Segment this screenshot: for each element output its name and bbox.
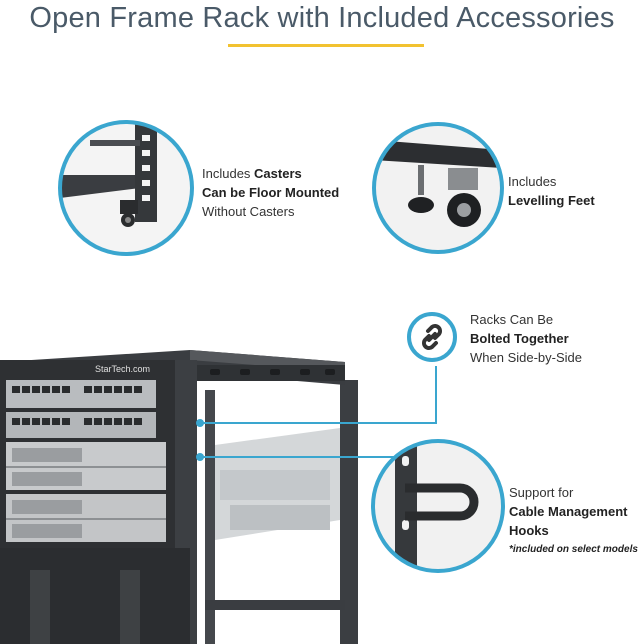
title-underline bbox=[228, 44, 424, 47]
feet-line2: Levelling Feet bbox=[508, 193, 595, 208]
casters-line1-bold: Casters bbox=[254, 166, 302, 181]
casters-callout-circle bbox=[58, 120, 194, 256]
casters-line2: Can be Floor Mounted bbox=[202, 185, 340, 200]
feet-text: Includes Levelling Feet bbox=[508, 172, 595, 210]
rack-photo: StarTech.com bbox=[0, 350, 358, 644]
hooks-line3: Hooks bbox=[509, 523, 549, 538]
hooks-callout-circle bbox=[371, 439, 505, 573]
casters-text: Includes Casters Can be Floor Mounted Wi… bbox=[202, 164, 339, 221]
hooks-text: Support for Cable Management Hooks *incl… bbox=[509, 483, 638, 559]
bolted-line2: Bolted Together bbox=[470, 331, 569, 346]
connector-lines bbox=[200, 366, 437, 458]
hooks-line1: Support for bbox=[509, 485, 574, 500]
hooks-note: *included on select models bbox=[509, 544, 638, 555]
bolted-line3: When Side-by-Side bbox=[470, 350, 582, 365]
hooks-line2: Cable Management bbox=[509, 504, 628, 519]
casters-line3: Without Casters bbox=[202, 204, 295, 219]
bolted-line1: Racks Can Be bbox=[470, 312, 554, 327]
feet-callout-circle bbox=[372, 122, 504, 254]
link-icon bbox=[407, 312, 457, 362]
bolted-text: Racks Can Be Bolted Together When Side-b… bbox=[470, 310, 582, 367]
casters-line1: Includes bbox=[202, 166, 255, 181]
brand-label: StarTech.com bbox=[95, 364, 150, 374]
feet-line1: Includes bbox=[508, 174, 557, 189]
page-title: Open Frame Rack with Included Accessorie… bbox=[29, 2, 615, 34]
